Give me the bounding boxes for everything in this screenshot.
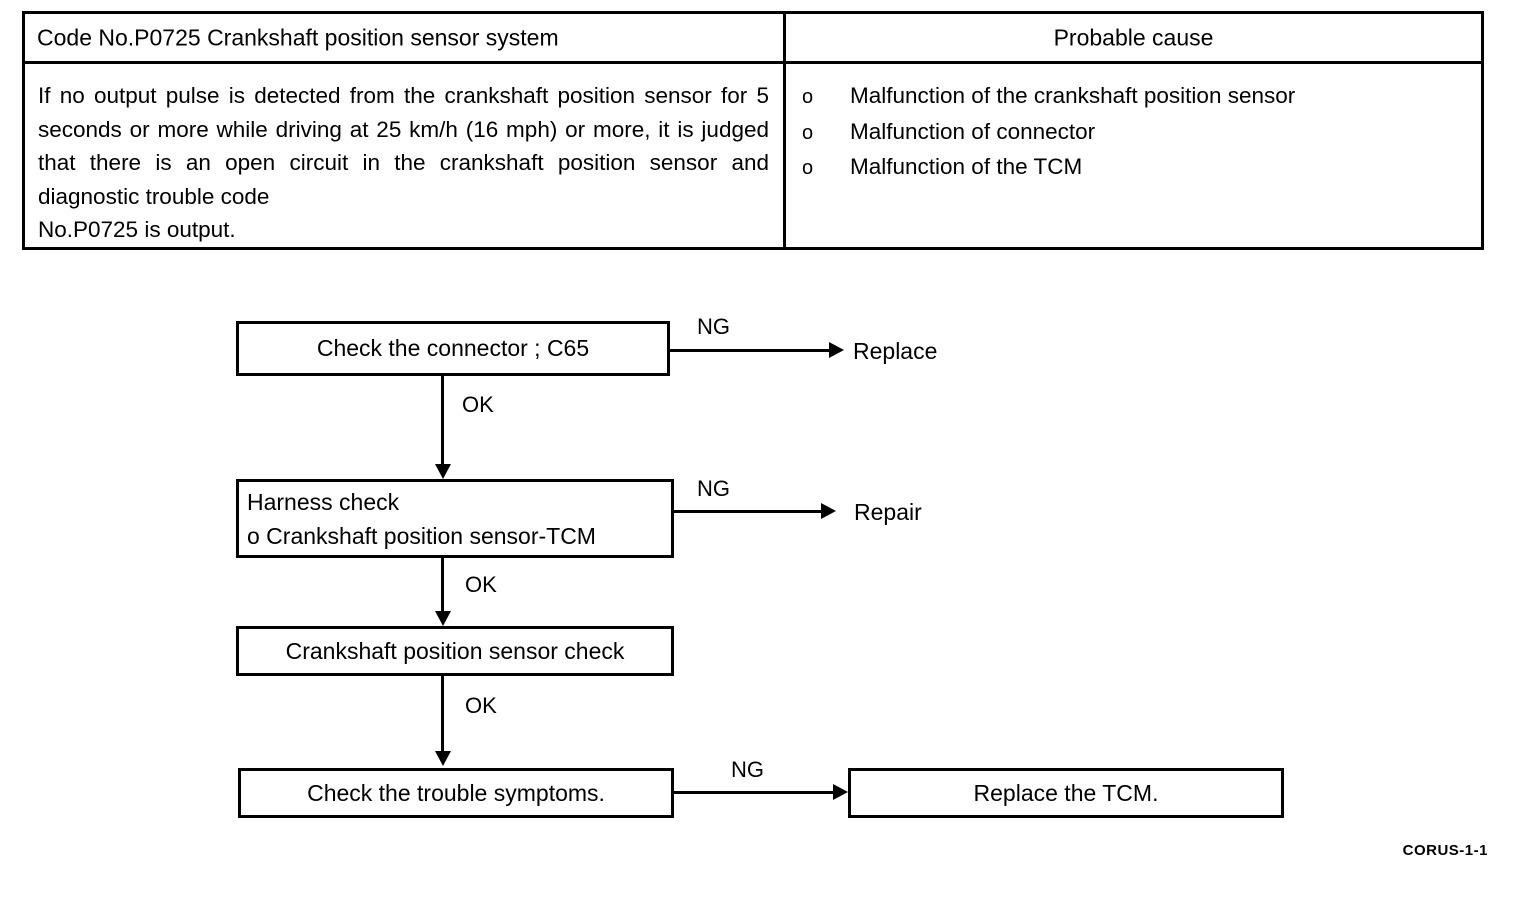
flow-node-replace-tcm: Replace the TCM. [848,768,1284,818]
dtc-description-text: If no output pulse is detected from the … [38,79,769,247]
edge-ok-2-arrowhead [435,611,451,626]
flow-node-sensor-check: Crankshaft position sensor check [236,626,674,676]
edge-label-ng-3: NG [731,757,764,782]
probable-cause-header-cell: Probable cause [786,14,1481,61]
flow-node-check-connector: Check the connector ; C65 [236,321,670,376]
edge-ng-1-line [670,349,832,352]
flow-node-trouble-symptoms-label: Check the trouble symptoms. [307,779,605,806]
edge-ok-1-arrowhead [435,464,451,479]
dtc-code-title: Code No.P0725 Crankshaft position sensor… [37,24,559,50]
probable-cause-text: Malfunction of the crankshaft position s… [850,83,1296,108]
probable-cause-text: Malfunction of connector [850,118,1096,144]
edge-ok-3-line [441,676,444,754]
dtc-description-main: If no output pulse is detected from the … [38,83,769,209]
list-item: o Malfunction of connector [802,115,1295,151]
dtc-description-lastline: No.P0725 is output. [38,217,236,242]
flow-node-check-connector-label: Check the connector ; C65 [316,335,590,361]
bullet-icon: o [802,157,814,179]
flow-outcome-repair: Repair [854,499,922,525]
flow-node-harness-check: Harness check o Crankshaft position sens… [236,479,674,558]
edge-label-ok-2: OK [465,572,497,597]
edge-label-ok-3: OK [465,693,497,718]
edge-label-ng-1: NG [697,314,730,339]
flow-node-trouble-symptoms: Check the trouble symptoms. [238,768,674,818]
edge-ok-1-line [441,376,444,467]
flow-node-sensor-check-label: Crankshaft position sensor check [285,637,625,664]
flow-node-harness-check-line1: Harness check [247,488,400,515]
dtc-description-cell: If no output pulse is detected from the … [25,64,786,247]
dtc-table: Code No.P0725 Crankshaft position sensor… [22,11,1484,250]
edge-label-ok-1: OK [462,392,494,417]
probable-cause-cell: o Malfunction of the crankshaft position… [786,64,1481,247]
flow-node-harness-check-label: Harness check o Crankshaft position sens… [247,485,596,553]
probable-cause-list: o Malfunction of the crankshaft position… [802,79,1295,186]
edge-label-ng-2: NG [697,476,730,501]
dtc-table-header-row: Code No.P0725 Crankshaft position sensor… [25,14,1481,64]
dtc-table-body-row: If no output pulse is detected from the … [25,64,1481,247]
edge-ng-2-arrowhead [821,503,836,519]
edge-ok-2-line [441,558,444,615]
edge-ng-2-line [674,510,824,513]
bullet-icon: o [802,121,814,144]
edge-ok-3-arrowhead [435,751,451,766]
flow-node-harness-check-line2: o Crankshaft position sensor-TCM [247,522,596,549]
list-item: o Malfunction of the crankshaft position… [802,79,1295,115]
list-item: o Malfunction of the TCM [802,150,1295,186]
probable-cause-title: Probable cause [1053,24,1214,50]
edge-ng-3-line [674,791,836,794]
edge-ng-1-arrowhead [829,342,844,358]
reference-code: CORUS-1-1 [1402,842,1488,859]
edge-ng-3-arrowhead [833,784,848,800]
bullet-icon: o [802,86,814,108]
dtc-code-header-cell: Code No.P0725 Crankshaft position sensor… [25,14,786,61]
probable-cause-text: Malfunction of the TCM [850,154,1083,179]
flow-outcome-replace: Replace [853,338,938,364]
flow-node-replace-tcm-label: Replace the TCM. [973,779,1159,806]
